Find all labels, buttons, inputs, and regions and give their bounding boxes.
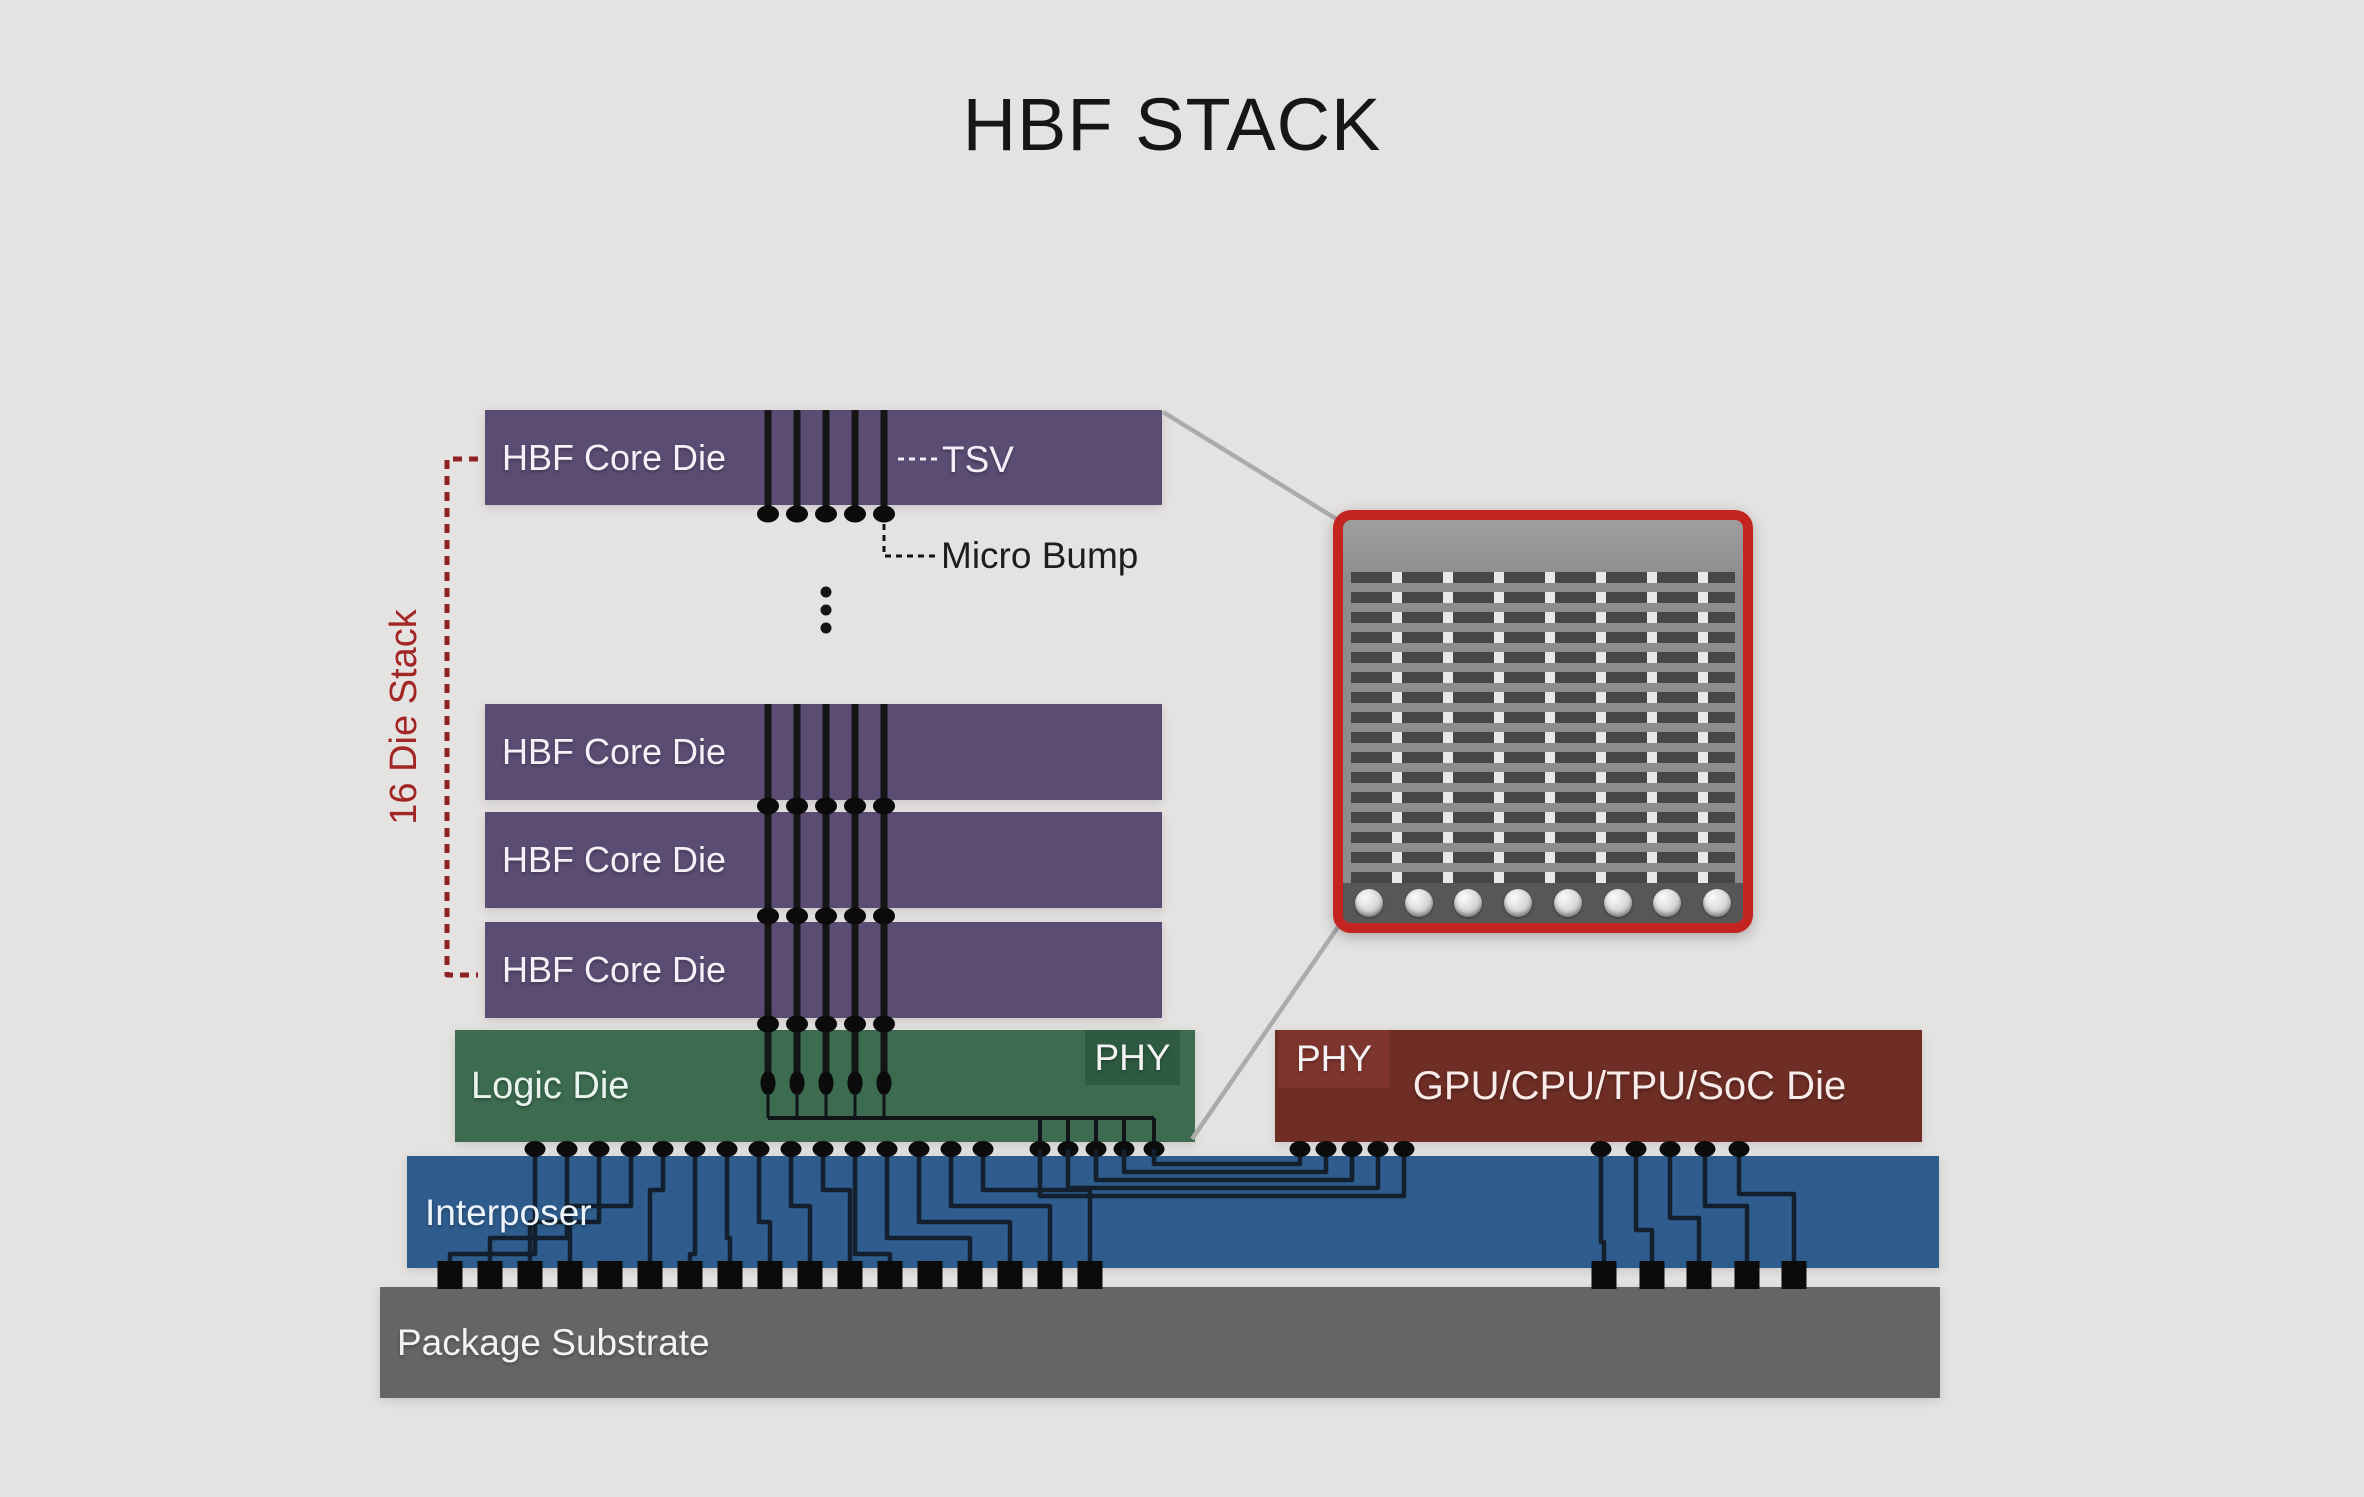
sem-die-layer	[1351, 592, 1735, 603]
package-substrate-label: Package Substrate	[397, 1322, 710, 1363]
solder-ball	[1404, 889, 1433, 917]
solder-ball	[1504, 889, 1533, 917]
package-substrate: Package Substrate	[380, 1287, 1940, 1398]
micro-bump	[1341, 1141, 1363, 1157]
interposer: Interposer	[407, 1156, 1939, 1268]
micro-bump	[524, 1141, 546, 1157]
hbf-core-die-label: HBF Core Die	[502, 436, 727, 478]
solder-ball	[1553, 889, 1582, 917]
logic-die: Logic Die PHY	[455, 1030, 1195, 1142]
micro-bump	[757, 505, 779, 523]
sem-die-layer	[1351, 672, 1735, 683]
micro-bump	[1659, 1141, 1681, 1157]
stack-continues-ellipsis-dot	[820, 604, 832, 616]
logic-die-phy-block: PHY	[1085, 1030, 1180, 1085]
micro-bump	[1694, 1141, 1716, 1157]
hbf-core-die-label: HBF Core Die	[502, 839, 727, 880]
tsv-callout-label: TSV	[942, 439, 1014, 480]
hbf-core-die-3: HBF Core Die	[485, 922, 1162, 1018]
page-title: HBF STACK	[962, 83, 1382, 166]
die-stack-bracket-label: 16 Die Stack	[383, 609, 425, 825]
solder-ball	[1653, 889, 1682, 917]
sem-die-layer	[1351, 852, 1735, 863]
sem-die-layer	[1351, 752, 1735, 763]
micro-bump	[1393, 1141, 1415, 1157]
hbf-core-die-label: HBF Core Die	[502, 949, 727, 990]
micro-bump	[684, 1141, 706, 1157]
sem-cross-section-inset	[1333, 510, 1753, 933]
sem-die-layer	[1351, 612, 1735, 623]
micro-bump	[844, 505, 866, 523]
micro-bump	[1625, 1141, 1647, 1157]
stack-continues-ellipsis-dot	[820, 586, 832, 598]
micro-bump	[908, 1141, 930, 1157]
sem-die-layer	[1351, 692, 1735, 703]
micro-bump-label-connector	[882, 524, 938, 558]
sem-die-layer	[1351, 572, 1735, 583]
hbf-core-die-label: HBF Core Die	[502, 731, 727, 772]
micro-bump	[815, 505, 837, 523]
micro-bump	[873, 505, 895, 523]
interposer-label: Interposer	[425, 1191, 592, 1233]
micro-bump	[940, 1141, 962, 1157]
micro-bump	[556, 1141, 578, 1157]
sem-die-layer	[1351, 832, 1735, 843]
sem-die-layer	[1351, 632, 1735, 643]
solder-ball	[1355, 889, 1383, 917]
solder-ball	[1454, 889, 1483, 917]
soc-die: PHY GPU/CPU/TPU/SoC Die	[1275, 1030, 1922, 1142]
sem-die-layer-rows	[1351, 572, 1735, 883]
micro-bump	[588, 1141, 610, 1157]
soc-die-phy-block: PHY	[1279, 1030, 1389, 1088]
sem-solder-ball-row	[1343, 883, 1743, 923]
micro-bump	[1057, 1141, 1079, 1157]
micro-bump	[844, 1141, 866, 1157]
stack-continues-ellipsis-dot	[820, 622, 832, 634]
sem-die-layer	[1351, 872, 1735, 883]
micro-bump	[786, 505, 808, 523]
hbf-core-die-2: HBF Core Die	[485, 812, 1162, 908]
micro-bump	[1085, 1141, 1107, 1157]
logic-die-phy-label: PHY	[1094, 1036, 1171, 1078]
logic-die-label: Logic Die	[471, 1065, 630, 1107]
micro-bump	[1590, 1141, 1612, 1157]
micro-bump	[1289, 1141, 1311, 1157]
solder-ball	[1702, 889, 1731, 917]
micro-bump	[876, 1141, 898, 1157]
micro-bump	[716, 1141, 738, 1157]
micro-bump	[1113, 1141, 1135, 1157]
micro-bump	[1728, 1141, 1750, 1157]
micro-bump	[1029, 1141, 1051, 1157]
micro-bump	[1367, 1141, 1389, 1157]
sem-die-layer	[1351, 772, 1735, 783]
soc-die-phy-label: PHY	[1295, 1038, 1373, 1079]
soc-die-label: GPU/CPU/TPU/SoC Die	[1412, 1064, 1847, 1108]
micro-bump	[1315, 1141, 1337, 1157]
die-stack-bracket	[444, 456, 478, 978]
micro-bump	[972, 1141, 994, 1157]
sem-die-layer	[1351, 732, 1735, 743]
micro-bump	[812, 1141, 834, 1157]
sem-die-layer	[1351, 792, 1735, 803]
sem-die-layer	[1351, 712, 1735, 723]
hbf-core-die-top: HBF Core Die	[485, 410, 1162, 505]
micro-bump-callout-label: Micro Bump	[941, 535, 1139, 576]
callout-line-top	[1161, 410, 1340, 522]
micro-bump	[780, 1141, 802, 1157]
micro-bump	[1143, 1141, 1165, 1157]
hbf-core-die-1: HBF Core Die	[485, 704, 1162, 800]
solder-ball	[1603, 889, 1632, 917]
sem-die-layer	[1351, 652, 1735, 663]
sem-die-layer	[1351, 812, 1735, 823]
micro-bump	[652, 1141, 674, 1157]
micro-bump	[620, 1141, 642, 1157]
micro-bump	[748, 1141, 770, 1157]
